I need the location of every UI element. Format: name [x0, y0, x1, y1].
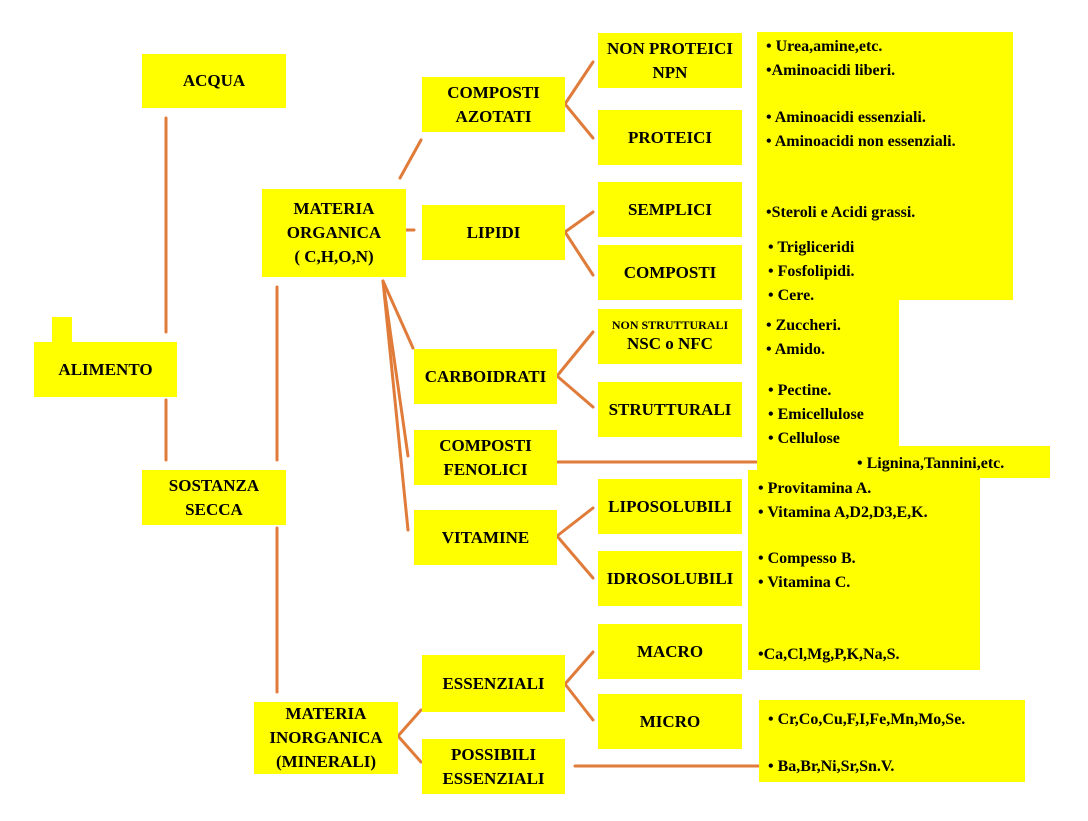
- nsc-main-label: NSC o NFC: [627, 333, 713, 353]
- detail-item: • Vitamina A,D2,D3,E,K.: [758, 504, 928, 521]
- detail-idrosolubili: • Compesso B. • Vitamina C.: [758, 547, 856, 595]
- node-carboidrati: CARBOIDRATI: [414, 349, 557, 404]
- node-materia-organica: MATERIA ORGANICA ( C,H,O,N): [262, 189, 406, 277]
- detail-item: • Fosfolipidi.: [768, 263, 855, 280]
- detail-item: • Cr,Co,Cu,F,I,Fe,Mn,Mo,Se.: [768, 711, 966, 728]
- node-composti-azotati: COMPOSTI AZOTATI: [422, 77, 565, 132]
- alimento-tab: [52, 317, 72, 343]
- detail-possibili: • Ba,Br,Ni,Sr,Sn.V.: [768, 755, 894, 779]
- detail-proteici: • Aminoacidi essenziali. • Aminoacidi no…: [766, 106, 956, 154]
- node-idrosolubili: IDROSOLUBILI: [598, 551, 742, 606]
- node-composti: COMPOSTI: [598, 245, 742, 300]
- detail-macro: •Ca,Cl,Mg,P,K,Na,S.: [758, 643, 899, 667]
- detail-panel-minerali: [759, 700, 1025, 782]
- detail-composti: • Trigliceridi • Fosfolipidi. • Cere.: [768, 236, 855, 308]
- detail-item: • Zuccheri.: [766, 317, 841, 334]
- detail-item: • Compesso B.: [758, 550, 856, 567]
- detail-npn: • Urea,amine,etc. •Aminoacidi liberi.: [766, 35, 895, 83]
- node-sostanza-secca: SOSTANZA SECCA: [142, 470, 286, 525]
- node-essenziali: ESSENZIALI: [422, 655, 565, 712]
- node-proteici: PROTEICI: [598, 110, 742, 165]
- node-possibili-essenziali: POSSIBILI ESSENZIALI: [422, 739, 565, 794]
- detail-item: • Pectine.: [768, 382, 832, 399]
- node-materia-inorganica: MATERIA INORGANICA (MINERALI): [254, 702, 398, 774]
- detail-item: • Amido.: [766, 341, 825, 358]
- node-vitamine: VITAMINE: [414, 510, 557, 565]
- node-non-strutturali: NON STRUTTURALI NSC o NFC: [598, 309, 742, 364]
- node-micro: MICRO: [598, 694, 742, 749]
- detail-item: • Cere.: [768, 287, 815, 304]
- node-non-proteici: NON PROTEICI NPN: [598, 33, 742, 88]
- node-composti-fenolici: COMPOSTI FENOLICI: [414, 430, 557, 485]
- detail-micro: • Cr,Co,Cu,F,I,Fe,Mn,Mo,Se.: [768, 708, 965, 732]
- connector-organica-carboidrati: [381, 279, 415, 350]
- connector-organica-vitamine: [381, 279, 410, 532]
- node-alimento: ALIMENTO: [34, 342, 177, 397]
- detail-panel-vitamine: [748, 470, 980, 670]
- detail-item: • Emicellulose: [768, 406, 864, 423]
- detail-liposolubili: • Provitamina A. • Vitamina A,D2,D3,E,K.: [758, 477, 928, 525]
- nsc-small-label: NON STRUTTURALI: [611, 317, 729, 332]
- detail-semplici: •Steroli e Acidi grassi.: [766, 201, 915, 225]
- node-semplici: SEMPLICI: [598, 182, 742, 237]
- detail-item: • Provitamina A.: [758, 480, 872, 497]
- detail-fenolici: • Lignina,Tannini,etc.: [857, 452, 1004, 476]
- detail-panel-carbo: [757, 300, 899, 450]
- detail-item: •Steroli e Acidi grassi.: [766, 204, 916, 221]
- node-lipidi: LIPIDI: [422, 205, 565, 260]
- detail-item: •Aminoacidi liberi.: [766, 62, 896, 79]
- detail-item: • Urea,amine,etc.: [766, 38, 883, 55]
- detail-item: • Vitamina C.: [758, 574, 851, 591]
- detail-item: • Cellulose: [768, 430, 840, 447]
- detail-item: • Ba,Br,Ni,Sr,Sn.V.: [768, 758, 895, 775]
- detail-item: • Lignina,Tannini,etc.: [857, 455, 1005, 472]
- node-macro: MACRO: [598, 624, 742, 679]
- detail-panel-top: [757, 32, 1013, 300]
- node-acqua: ACQUA: [142, 54, 286, 108]
- detail-strutturali: • Pectine. • Emicellulose • Cellulose: [768, 379, 864, 451]
- detail-item: •Ca,Cl,Mg,P,K,Na,S.: [758, 646, 900, 663]
- connector-organica-azotati: [398, 138, 423, 180]
- node-strutturali: STRUTTURALI: [598, 382, 742, 437]
- node-liposolubili: LIPOSOLUBILI: [598, 479, 742, 534]
- detail-item: • Aminoacidi non essenziali.: [766, 133, 956, 150]
- detail-item: • Aminoacidi essenziali.: [766, 109, 926, 126]
- detail-item: • Trigliceridi: [768, 239, 855, 256]
- detail-nsc: • Zuccheri. • Amido.: [766, 314, 841, 362]
